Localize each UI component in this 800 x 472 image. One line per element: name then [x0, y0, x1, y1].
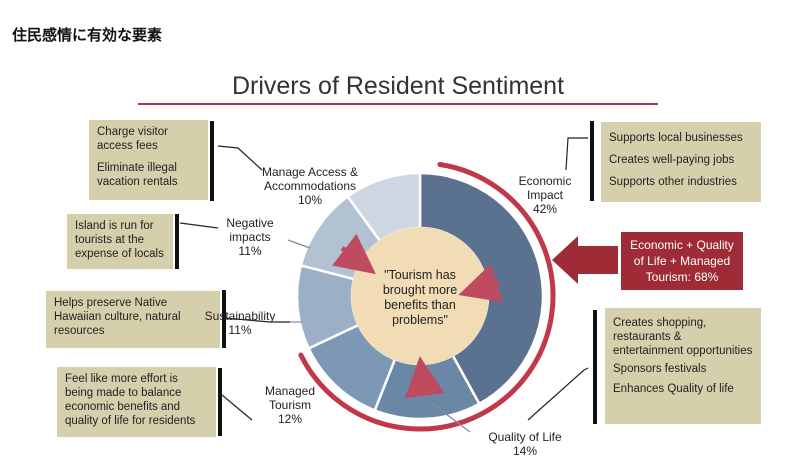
center-circle	[351, 227, 489, 365]
label-economic-line: Impact	[526, 188, 563, 202]
page-title: Drivers of Resident Sentiment	[231, 72, 565, 100]
box-sustainability: Helps preserve Native Hawaiian culture, …	[46, 291, 220, 348]
center-quote-line: brought more	[382, 283, 458, 297]
box-access-item: Charge visitor access fees	[97, 126, 168, 152]
box-brackets	[175, 121, 597, 436]
box-quality-item: Sponsors festivals	[613, 363, 707, 375]
label-managed-pct: 12%	[277, 412, 303, 426]
box-access: Charge visitor access fees Eliminate ill…	[89, 120, 208, 200]
callout-line: Economic + Quality	[630, 238, 734, 252]
label-access-line: Accommodations	[263, 179, 357, 193]
leader-lines	[179, 137, 589, 433]
arrow-managed	[404, 356, 445, 399]
arrow-economic	[458, 263, 503, 303]
box-managed: Feel like more effort is being made to b…	[57, 367, 216, 437]
label-managed: Managed Tourism 12%	[248, 384, 332, 426]
label-managed-line: Managed	[264, 384, 316, 398]
title-divider	[138, 103, 658, 105]
arrow-negative	[332, 233, 376, 275]
label-negative-pct: 11%	[238, 244, 262, 258]
label-access: Manage Access & Accommodations 10%	[240, 165, 380, 207]
box-sustainability-item: Helps preserve Native Hawaiian culture, …	[54, 297, 181, 337]
center-quote-line: problems"	[392, 313, 448, 327]
box-negative: Island is run for tourists at the expens…	[67, 214, 173, 269]
box-negative-item: Island is run for tourists at the expens…	[75, 220, 164, 260]
callout-line: Tourism: 68%	[645, 270, 719, 284]
label-quality-pct: 14%	[512, 444, 538, 458]
center-quote: "Tourism has brought more benefits than …	[360, 268, 480, 328]
donut-chart	[295, 171, 545, 421]
callout-line: of Life + Managed	[633, 254, 731, 268]
box-managed-item: Feel like more effort is being made to b…	[65, 373, 196, 427]
label-negative-line: Negative	[226, 216, 274, 230]
label-sustainability: Sustainability 11%	[190, 309, 290, 337]
center-arrows	[332, 233, 503, 399]
label-economic-line: Economic	[518, 174, 572, 188]
box-access-item: Eliminate illegal vacation rentals	[97, 162, 178, 188]
label-sustainability-line: Sustainability	[204, 309, 276, 323]
label-economic: Economic Impact 42%	[500, 174, 590, 216]
callout-arrow	[552, 236, 618, 284]
box-economic-item: Creates well-paying jobs	[609, 154, 735, 166]
label-quality: Quality of Life 14%	[470, 430, 580, 458]
page-heading-jp: 住民感情に有効な要素	[12, 26, 163, 44]
box-economic-item: Supports other industries	[609, 176, 737, 188]
combined-share-callout: Economic + Quality of Life + Managed Tou…	[621, 232, 743, 290]
center-quote-line: "Tourism has	[384, 268, 456, 282]
box-economic-item: Supports local businesses	[609, 132, 743, 144]
label-quality-line: Quality of Life	[488, 430, 562, 444]
label-managed-line: Tourism	[268, 398, 311, 412]
box-quality-item: Enhances Quality of life	[613, 383, 734, 395]
box-quality: Creates shopping, restaurants & entertai…	[605, 308, 761, 424]
label-negative: Negative impacts 11%	[210, 216, 290, 258]
label-access-pct: 10%	[297, 193, 323, 207]
label-economic-pct: 42%	[532, 202, 558, 216]
combined-share-arc	[298, 161, 556, 432]
label-sustainability-pct: 11%	[228, 323, 252, 337]
label-access-line: Manage Access &	[261, 165, 359, 179]
label-negative-line: impacts	[229, 230, 271, 244]
center-quote-line: benefits than	[384, 298, 456, 312]
box-economic: Supports local businesses Creates well-p…	[601, 122, 761, 202]
box-quality-item: Creates shopping, restaurants & entertai…	[613, 317, 753, 357]
